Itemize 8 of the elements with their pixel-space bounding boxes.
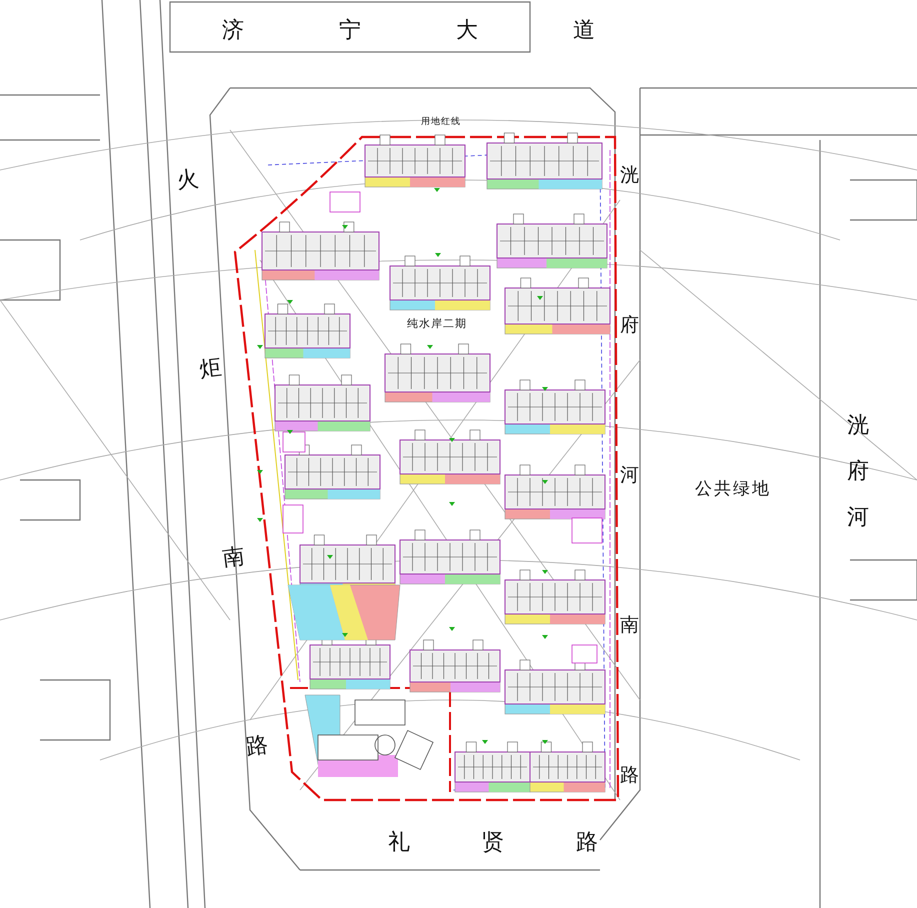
road-label: 礼贤路 <box>388 832 670 854</box>
road-label: 火炬南路 <box>174 166 270 762</box>
boundary-label: 用地红线 <box>421 118 461 127</box>
area-label: 公共绿地 <box>695 481 771 498</box>
area-label: 纯水岸二期 <box>407 318 467 329</box>
road-label: 济宁大道 <box>222 20 690 42</box>
river-label: 洸府河 <box>847 412 869 532</box>
road-label: 洸府河南路 <box>620 163 639 788</box>
